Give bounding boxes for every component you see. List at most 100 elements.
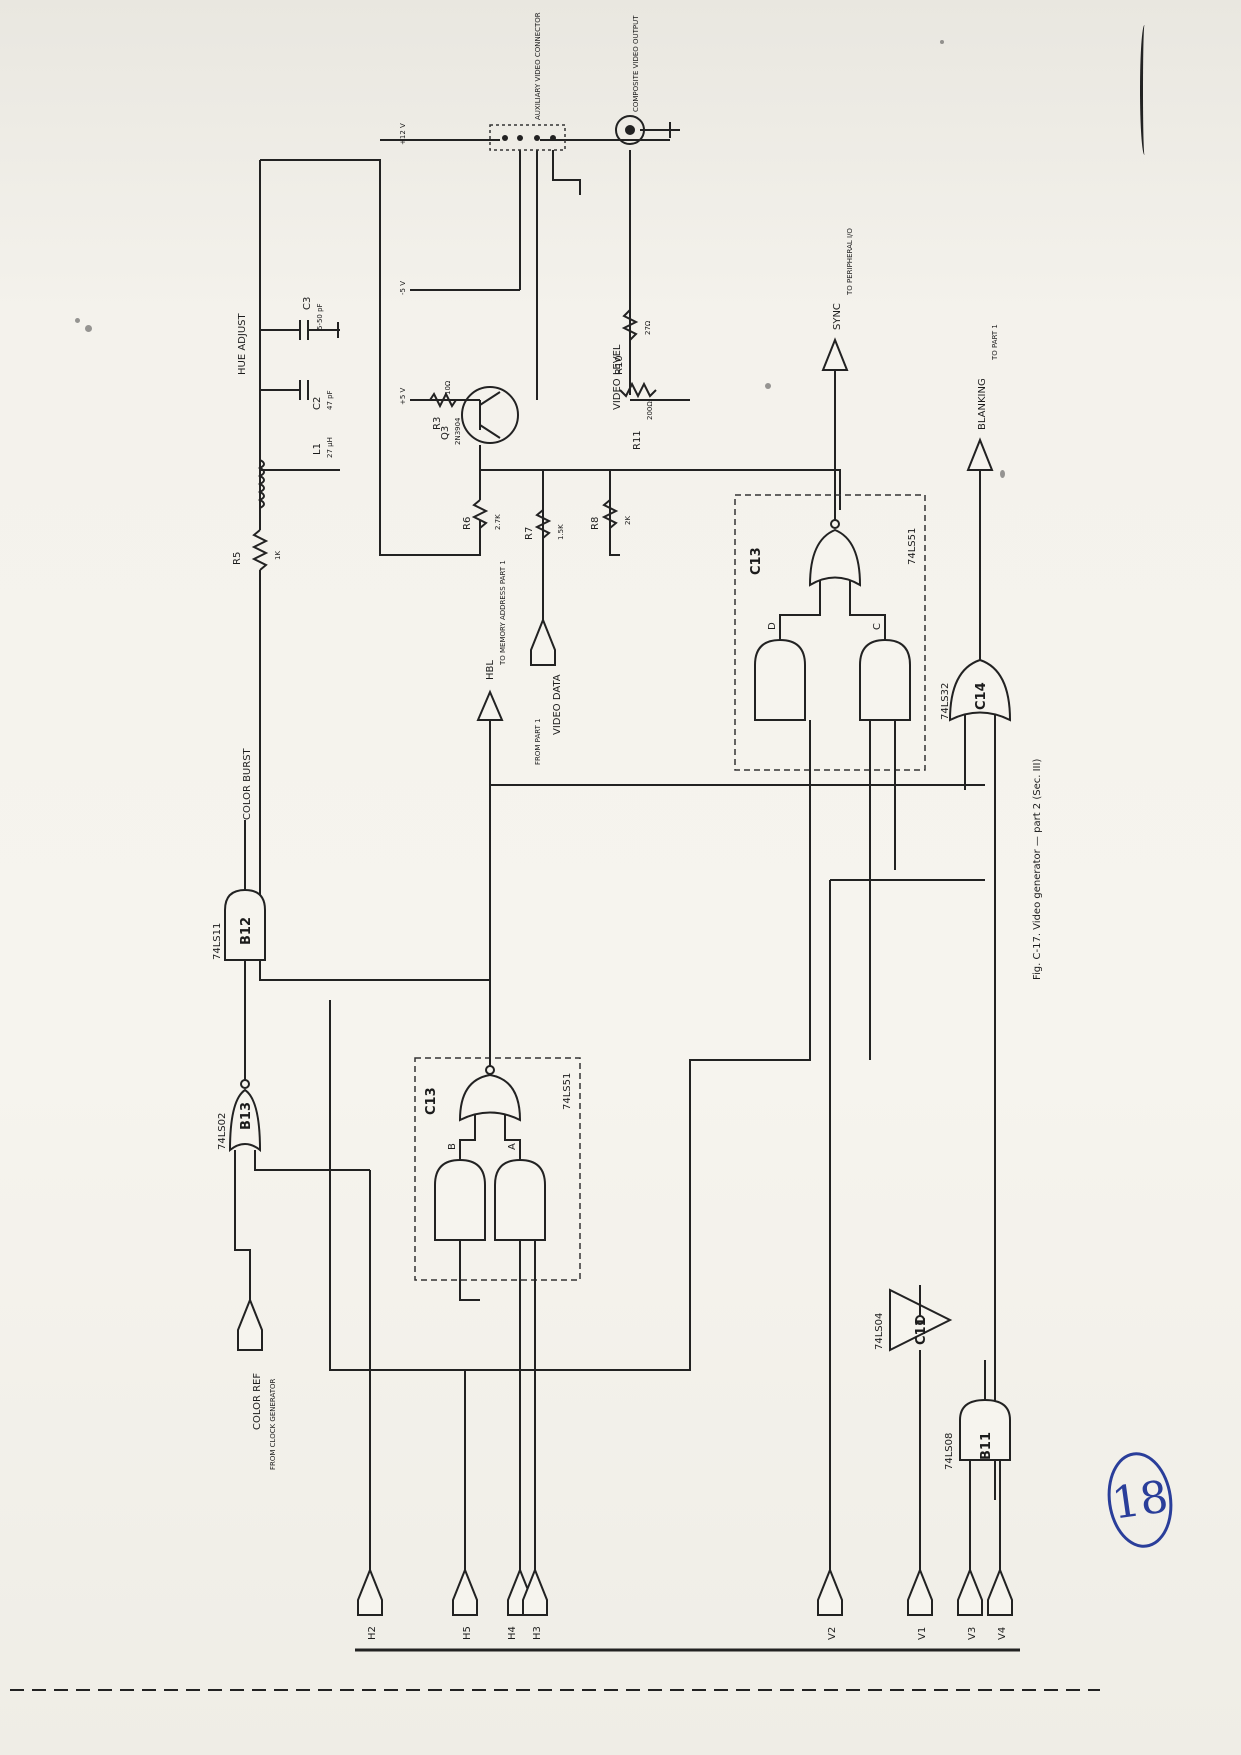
video-data-source: FROM PART 1	[534, 718, 542, 765]
c14-or-gate	[948, 658, 1012, 722]
c13-right-gate-c	[859, 638, 911, 721]
signal-buses	[329, 720, 985, 1570]
r8-value: 2K	[624, 516, 632, 525]
q3-ref: Q3	[440, 426, 451, 440]
plus5v-label: +5 V	[399, 387, 407, 405]
r5-value: 1K	[274, 551, 282, 560]
input-label-h5: H5	[462, 1626, 473, 1640]
r7-ref: R7	[524, 527, 535, 540]
sync-output-arrow	[821, 337, 849, 371]
video-data-label: VIDEO DATA	[552, 674, 563, 735]
hue-adjust-label: HUE ADJUST	[237, 313, 248, 375]
c13-left-block	[414, 689, 581, 1281]
c3-ref: C3	[302, 297, 313, 310]
c13-left-part: 74LS51	[562, 1073, 573, 1110]
c14-block	[948, 437, 1012, 1500]
video-data-input	[530, 617, 556, 666]
c2-ref: C2	[312, 397, 323, 410]
r6-value: 2.7K	[494, 514, 502, 530]
transistor-q3	[461, 386, 519, 444]
hbl-output-arrow	[476, 689, 504, 721]
input-label-h3: H3	[532, 1626, 543, 1640]
input-label-h2: H2	[367, 1626, 378, 1640]
l1-value: 27 µH	[326, 437, 334, 458]
scan-speck	[75, 318, 80, 323]
inductor-l1	[257, 459, 265, 509]
c11-part: 74LS04	[874, 1313, 885, 1350]
input-label-v3: V3	[967, 1627, 978, 1640]
scan-speck	[765, 383, 771, 389]
b11-part: 74LS08	[944, 1433, 955, 1470]
c13-left-ref: C13	[424, 1087, 439, 1115]
color-burst-label: COLOR BURST	[242, 747, 253, 820]
auxiliary-video-connector	[489, 124, 566, 151]
color-ref-label: COLOR REF	[252, 1373, 263, 1430]
c13-left-gate-a-label: A	[507, 1143, 518, 1150]
labels: B13 74LS02 B12 74LS11 C13 74LS51 A B C13…	[212, 12, 1043, 1640]
color-ref-input	[237, 1297, 263, 1351]
input-label-v2: V2	[827, 1627, 838, 1640]
sync-destination: TO PERIPHERAL I/O	[846, 228, 854, 296]
input-arrow-h3	[522, 1567, 548, 1616]
aux-connector-label: AUXILIARY VIDEO CONNECTOR	[534, 12, 542, 120]
c13-left-nor	[458, 1073, 522, 1122]
hbl-destination: TO MEMORY ADDRESS PART 1	[499, 560, 507, 666]
input-terminals	[10, 600, 1100, 1691]
c14-part: 74LS32	[940, 683, 951, 720]
input-arrow-v2	[817, 1567, 843, 1616]
connectors	[489, 115, 645, 151]
b12-ref: B12	[239, 917, 254, 945]
resistor-r7	[534, 509, 552, 539]
color-ref-source: FROM CLOCK GENERATOR	[269, 1378, 277, 1470]
hbl-label: HBL	[485, 660, 496, 680]
blanking-label: BLANKING	[977, 378, 988, 430]
input-arrow-v3	[957, 1567, 983, 1616]
b13-ref: B13	[239, 1102, 254, 1130]
input-label-h4: H4	[507, 1626, 518, 1640]
input-arrow-h2	[357, 1567, 383, 1616]
blanking-destination: TO PART 1	[991, 324, 999, 361]
resistor-r10	[621, 309, 639, 341]
c13-right-ref: C13	[749, 547, 764, 575]
resistor-r6	[471, 499, 489, 529]
b13-part: 74LS02	[217, 1113, 228, 1150]
figure-caption: Fig. C-17. Video generator — part 2 (Sec…	[1032, 759, 1043, 980]
r10-ref: R10	[614, 355, 625, 375]
scan-speck	[1000, 470, 1005, 478]
c13-left-gate-b-label: B	[447, 1143, 458, 1150]
input-label-v4: V4	[997, 1627, 1008, 1640]
resistor-r8	[601, 499, 619, 529]
c13-right-gate-d	[754, 638, 806, 721]
r8-ref: R8	[590, 517, 601, 530]
b12-part: 74LS11	[212, 923, 223, 960]
sync-label: SYNC	[832, 303, 843, 330]
c2-value: 47 pF	[326, 390, 334, 410]
input-arrow-v4	[987, 1567, 1013, 1616]
minus5v-label: -5 V	[399, 281, 407, 295]
c13-right-block	[734, 337, 926, 771]
blanking-output-arrow	[966, 437, 994, 471]
c3-value: 5-50 pF	[316, 303, 324, 330]
scan-speck	[940, 40, 944, 44]
c13-right-gate-d-label: D	[767, 622, 778, 630]
l1-ref: L1	[312, 443, 323, 455]
margin-stroke	[1140, 25, 1149, 155]
scan-speck	[85, 325, 92, 332]
input-arrow-v1	[907, 1567, 933, 1616]
b11-ref: B11	[979, 1432, 994, 1460]
r11-ref: R11	[632, 430, 643, 450]
c13-left-gate-a	[494, 1158, 546, 1241]
video-level-label: VIDEO LEVEL	[612, 344, 623, 410]
r7-value: 1.5K	[557, 524, 565, 540]
input-arrow-h5	[452, 1567, 478, 1616]
resistor-r5	[251, 529, 269, 571]
c13-right-gate-c-label: C	[872, 623, 883, 630]
r11-value: 200Ω	[646, 401, 654, 420]
resistor-r11	[619, 381, 657, 399]
r3-ref: R3	[432, 417, 443, 430]
c13-left-gate-b	[434, 1158, 486, 1241]
composite-output-label: COMPOSITE VIDEO OUTPUT	[632, 15, 640, 112]
c13-right-nor	[808, 528, 862, 587]
